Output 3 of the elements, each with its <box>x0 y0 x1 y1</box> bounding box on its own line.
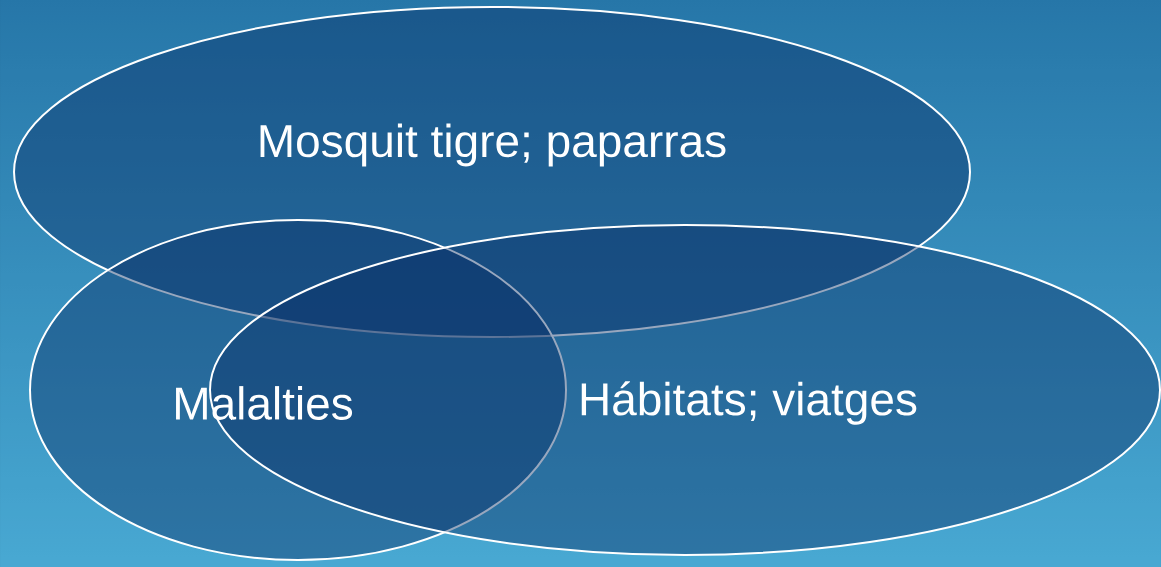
set-label: Mosquit tigre; paparras <box>260 123 726 167</box>
set-label: Hábitats; viatges <box>581 381 917 425</box>
venn-ellipse <box>29 219 567 561</box>
